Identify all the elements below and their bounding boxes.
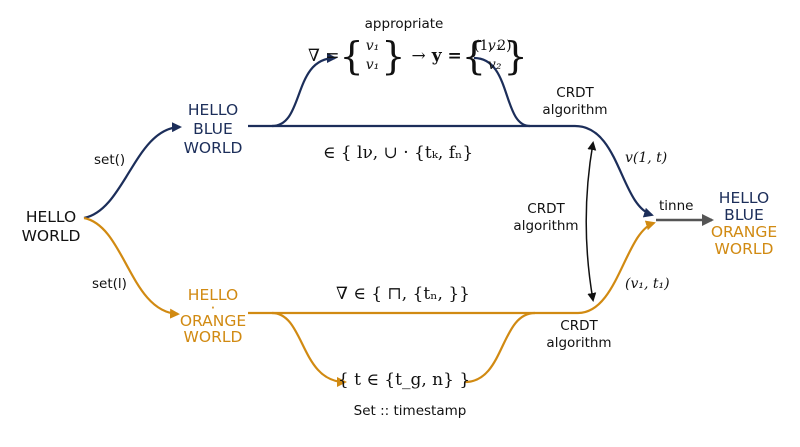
label-v1t1: (v₁, t₁) xyxy=(625,276,670,292)
node-blue-line3: WORLD xyxy=(183,139,243,157)
label-set-top: set() xyxy=(94,152,126,168)
node-blue-line1: HELLO xyxy=(187,101,239,119)
formula-top-col1-b: v₁ xyxy=(365,57,380,73)
node-start-line1: HELLO xyxy=(25,208,77,226)
label-crdt-bottom-1: CRDT xyxy=(560,318,598,334)
node-orange: HELLO · ORANGE WORLD xyxy=(180,287,246,345)
edge-blue-main xyxy=(248,124,654,218)
label-crdt-top-2: algorithm xyxy=(542,102,608,118)
formula-top-col2: v₁ v₂ xyxy=(488,37,502,75)
node-orange-line3: WORLD xyxy=(183,328,243,346)
node-merged-line1: HELLO xyxy=(718,189,770,207)
node-merged-line3: ORANGE xyxy=(710,223,778,241)
crdt-sync-arrow xyxy=(585,141,597,302)
node-blue: HELLO BLUE WORLD xyxy=(184,101,243,158)
label-pair: (1, 2) xyxy=(474,38,512,54)
edge-start-to-blue xyxy=(83,122,182,220)
label-crdt-top-1: CRDT xyxy=(556,85,594,101)
formula-top: ∇ = { v₁ v₁ } → y = { v₁ v₂ } xyxy=(308,37,528,75)
label-crdt-bottom-2: algorithm xyxy=(546,335,612,351)
formula-bottom: { t ∈ {t_g, n} } xyxy=(337,370,471,390)
formula-top-col1: v₁ v₁ xyxy=(366,37,380,75)
edge-orange-main xyxy=(248,220,656,315)
formula-top-brace-left: { xyxy=(339,34,364,78)
formula-top-brace-right2: } xyxy=(503,34,528,78)
edge-orange-lower-return xyxy=(464,311,536,384)
edge-orange-lower-detour xyxy=(271,311,347,387)
label-appropriate: appropriate xyxy=(364,16,444,32)
node-merged: HELLO BLUE ORANGE WORLD xyxy=(711,190,777,258)
label-crdt-mid: CRDT algorithm xyxy=(513,201,578,235)
edge-blue-upper-return xyxy=(473,56,531,128)
formula-top-brace-right: } xyxy=(381,34,406,78)
node-start: HELLO WORLD xyxy=(22,208,81,246)
label-set-timestamp: Set :: timestamp xyxy=(353,403,467,419)
formula-top-brace-left2: { xyxy=(461,34,486,78)
edge-blue-upper-detour xyxy=(271,53,337,128)
node-orange-line2: ORANGE xyxy=(179,312,247,330)
node-merged-line2: BLUE xyxy=(724,206,764,224)
label-crdt-bottom: CRDT algorithm xyxy=(546,318,611,352)
node-orange-dot: · xyxy=(210,299,216,317)
formula-top-arrow: → xyxy=(411,46,426,66)
label-tinne: tinne xyxy=(659,198,694,214)
node-merged-line4: WORLD xyxy=(714,240,774,258)
formula-top-col2-a: v₁ xyxy=(487,38,502,54)
label-v1t: v(1, t) xyxy=(625,150,668,166)
label-crdt-mid-1: CRDT xyxy=(527,201,565,217)
formula-orange-line: ∇ ∈ { ⊓, {tₙ, }} xyxy=(336,284,470,304)
node-blue-line2: BLUE xyxy=(193,120,233,138)
label-set-bottom: set(l) xyxy=(92,276,127,292)
node-start-line2: WORLD xyxy=(21,227,81,245)
formula-top-nabla: ∇ = xyxy=(308,46,340,66)
node-orange-line1: HELLO xyxy=(187,286,239,304)
formula-top-col2-b: v₂ xyxy=(487,57,502,73)
label-crdt-top: CRDT algorithm xyxy=(542,85,607,119)
formula-blue-line: ∈ { lν, ∪ · {tₖ, fₙ} xyxy=(322,143,474,163)
formula-top-col1-a: v₁ xyxy=(365,38,380,54)
formula-top-y: y = xyxy=(431,46,462,66)
label-crdt-mid-2: algorithm xyxy=(513,218,579,234)
edge-start-to-orange xyxy=(83,216,180,319)
